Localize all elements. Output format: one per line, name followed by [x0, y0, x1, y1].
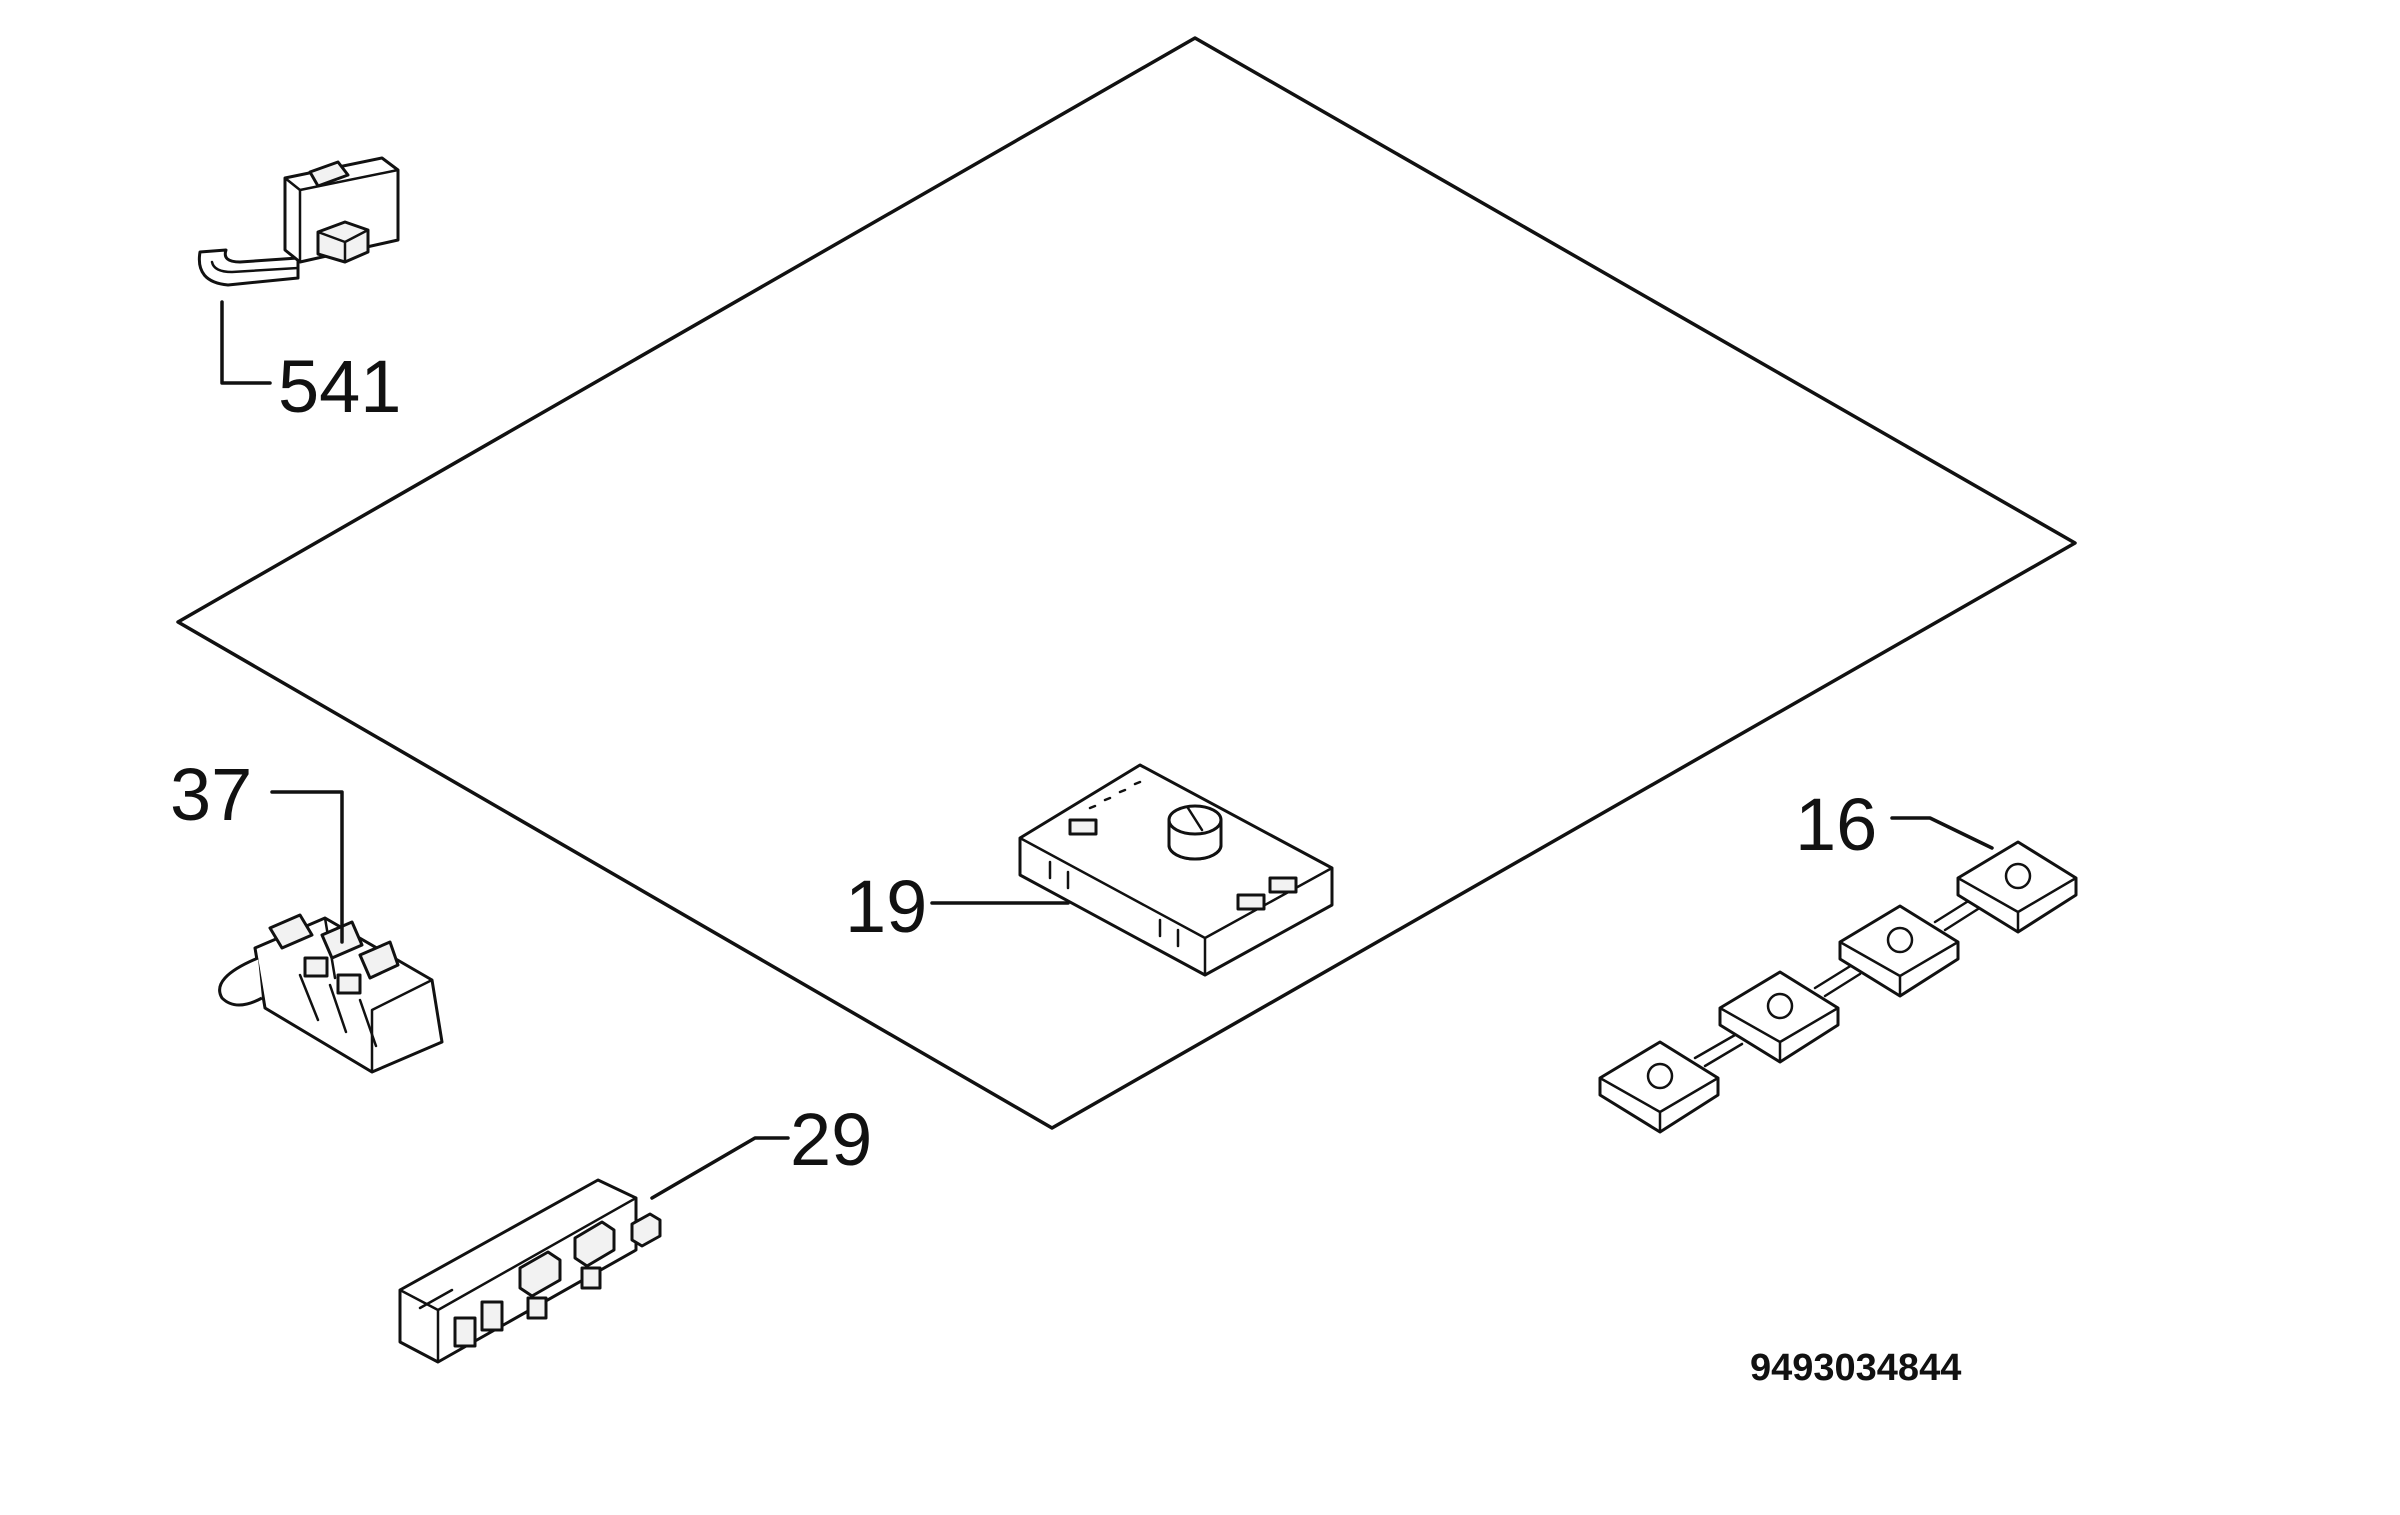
drawing-code: 9493034844 [1750, 1347, 1961, 1389]
callout-16: 16 [1795, 783, 1877, 866]
part-29-ignition-generator [398, 1178, 662, 1364]
leader-16 [1890, 816, 1994, 850]
part-19-control-board [1018, 763, 1334, 977]
sensor-pad-2 [1718, 970, 1840, 1064]
leader-37 [270, 790, 344, 944]
sensor-pad-1 [1598, 1040, 1720, 1134]
knob-icon [1167, 804, 1223, 861]
callout-29: 29 [790, 1098, 872, 1181]
part-541-clip [197, 156, 400, 287]
part-37-terminal-block [218, 913, 444, 1074]
sensor-pad-3 [1838, 904, 1960, 998]
callout-541: 541 [278, 345, 401, 428]
panel-outline [176, 36, 2077, 1130]
leader-29 [650, 1136, 790, 1200]
leader-541 [220, 300, 272, 385]
sensor-pad-4 [1956, 840, 2078, 934]
callout-19: 19 [845, 865, 927, 948]
terminal-pins [518, 1212, 662, 1320]
part-16-sensor-chain [1598, 840, 2078, 1134]
callout-37: 37 [170, 753, 252, 836]
